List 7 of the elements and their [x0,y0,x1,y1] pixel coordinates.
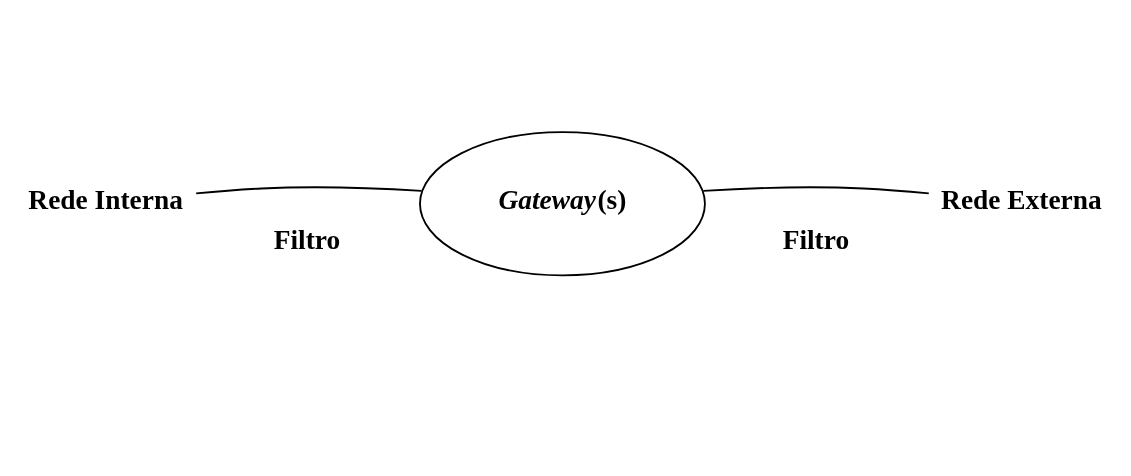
node-ellipse: Gateway(s) [419,131,706,277]
connector [195,186,423,195]
label: Filtro [273,224,341,255]
node-text: Rede Externa [941,184,1102,215]
node-text: Rede Interna [28,184,183,215]
connector [702,186,930,195]
label: Filtro [782,224,850,255]
